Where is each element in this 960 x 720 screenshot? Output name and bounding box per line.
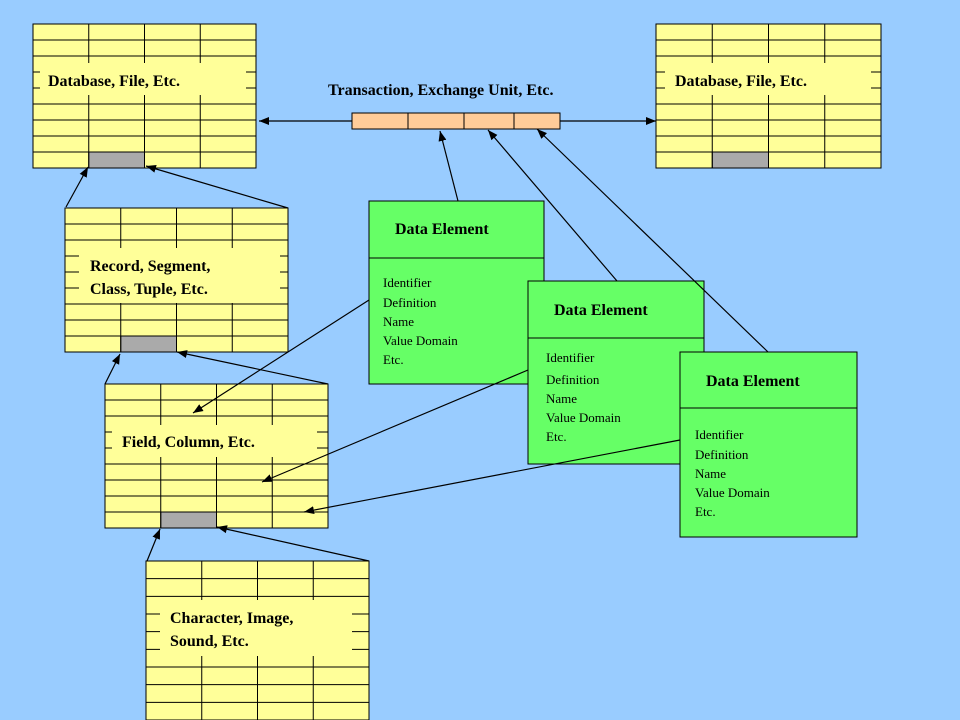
de3-name: Name	[695, 466, 726, 481]
key-cell	[120, 335, 177, 353]
character-label-line1: Character, Image,	[170, 610, 293, 627]
arrow-de1-to-field	[192, 299, 370, 414]
arrow-character-corner-to-field-key	[216, 525, 370, 562]
de2-value-domain: Value Domain	[546, 410, 621, 425]
db-left-label-box	[40, 63, 246, 95]
connectors	[65, 117, 769, 562]
data-element-box-1: Data Element Identifier Definition Name …	[368, 200, 545, 385]
character-label-line2: Sound, Etc.	[170, 633, 249, 650]
arrow-de2-to-field	[261, 369, 529, 483]
transaction-bar	[351, 112, 561, 130]
arrow-de1-to-transaction	[438, 130, 459, 202]
db-right-label: Database, File, Etc.	[675, 73, 807, 90]
de2-etc: Etc.	[546, 429, 567, 444]
arrow-record-corner-to-db-key	[145, 165, 289, 209]
de1-definition: Definition	[383, 295, 437, 310]
de3-etc: Etc.	[695, 504, 716, 519]
data-element-title-1: Data Element	[395, 221, 489, 238]
key-cell	[711, 151, 769, 169]
record-label-box	[79, 248, 280, 303]
field-label-box	[112, 425, 317, 457]
data-element-box-2: Data Element Identifier Definition Name …	[527, 280, 705, 465]
arrow-de3-to-transaction	[536, 128, 769, 353]
key-cell	[88, 151, 145, 169]
arrow-record-to-db-left	[65, 166, 89, 208]
de1-name: Name	[383, 314, 414, 329]
arrow-character-to-field	[146, 528, 161, 562]
db-left-label: Database, File, Etc.	[48, 73, 180, 90]
arrow-field-corner-to-record-key	[176, 350, 329, 385]
key-cell	[160, 511, 217, 529]
de1-etc: Etc.	[383, 352, 404, 367]
de1-value-domain: Value Domain	[383, 333, 458, 348]
de1-identifier: Identifier	[383, 275, 432, 290]
arrow-de2-to-transaction	[487, 129, 618, 282]
database-table-left	[32, 23, 257, 169]
db-right-label-box	[665, 63, 871, 95]
de2-identifier: Identifier	[546, 350, 595, 365]
field-label: Field, Column, Etc.	[122, 434, 255, 451]
record-label-line2: Class, Tuple, Etc.	[90, 281, 208, 298]
record-label-line1: Record, Segment,	[90, 258, 210, 275]
database-table-right	[655, 23, 882, 169]
de2-definition: Definition	[546, 372, 600, 387]
transaction-label: Transaction, Exchange Unit, Etc.	[328, 82, 553, 99]
data-element-title-3: Data Element	[706, 373, 800, 390]
de3-definition: Definition	[695, 447, 749, 462]
data-element-title-2: Data Element	[554, 302, 648, 319]
de3-identifier: Identifier	[695, 427, 744, 442]
de3-value-domain: Value Domain	[695, 485, 770, 500]
arrow-de3-to-field	[303, 439, 681, 515]
de2-name: Name	[546, 391, 577, 406]
character-label-box	[160, 600, 352, 656]
arrow-field-to-record	[104, 353, 121, 385]
data-element-box-3: Data Element Identifier Definition Name …	[679, 351, 858, 538]
